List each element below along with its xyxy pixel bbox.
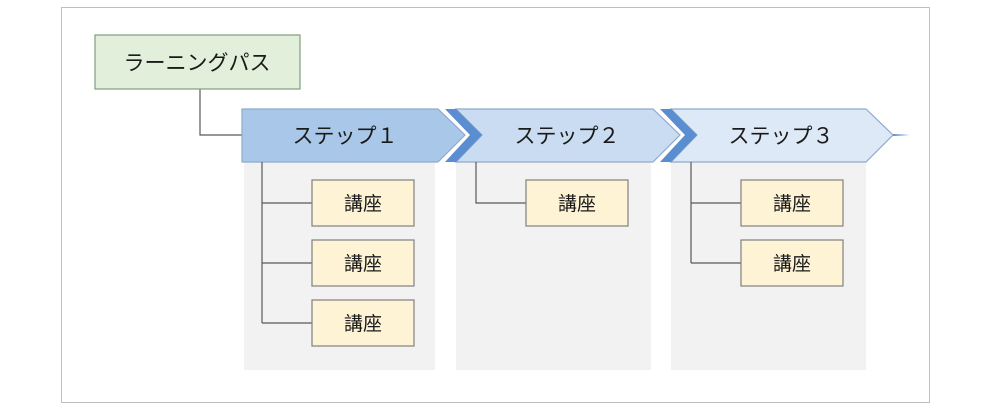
step-2-course-1: 講座	[525, 179, 629, 227]
step-1-course-3: 講座	[311, 299, 415, 347]
root-connector	[199, 89, 244, 136]
chevron-accent-1	[445, 109, 482, 162]
step-2-label: ステップ２	[515, 124, 620, 148]
chevron-accent-tail	[893, 134, 910, 136]
course-label: 講座	[773, 193, 811, 215]
chevron-accent-2	[660, 109, 697, 162]
step-1-label: ステップ１	[293, 124, 398, 148]
step-1-course-2: 講座	[311, 239, 415, 287]
step-2-chevron: ステップ２	[454, 108, 681, 163]
course-label: 講座	[344, 313, 382, 335]
step-3-label: ステップ３	[729, 124, 834, 148]
root-node: ラーニングパス	[94, 34, 301, 90]
step-3-course-1: 講座	[740, 179, 844, 227]
course-label: 講座	[344, 253, 382, 275]
step-3-course-2: 講座	[740, 239, 844, 287]
course-label: 講座	[344, 193, 382, 215]
root-label: ラーニングパス	[124, 51, 271, 75]
step-2-tree-line	[475, 162, 526, 204]
course-label: 講座	[558, 193, 596, 215]
course-label: 講座	[773, 253, 811, 275]
step-1-course-1: 講座	[311, 179, 415, 227]
step-1-chevron: ステップ１	[241, 108, 466, 163]
step-3-chevron: ステップ３	[669, 108, 894, 163]
